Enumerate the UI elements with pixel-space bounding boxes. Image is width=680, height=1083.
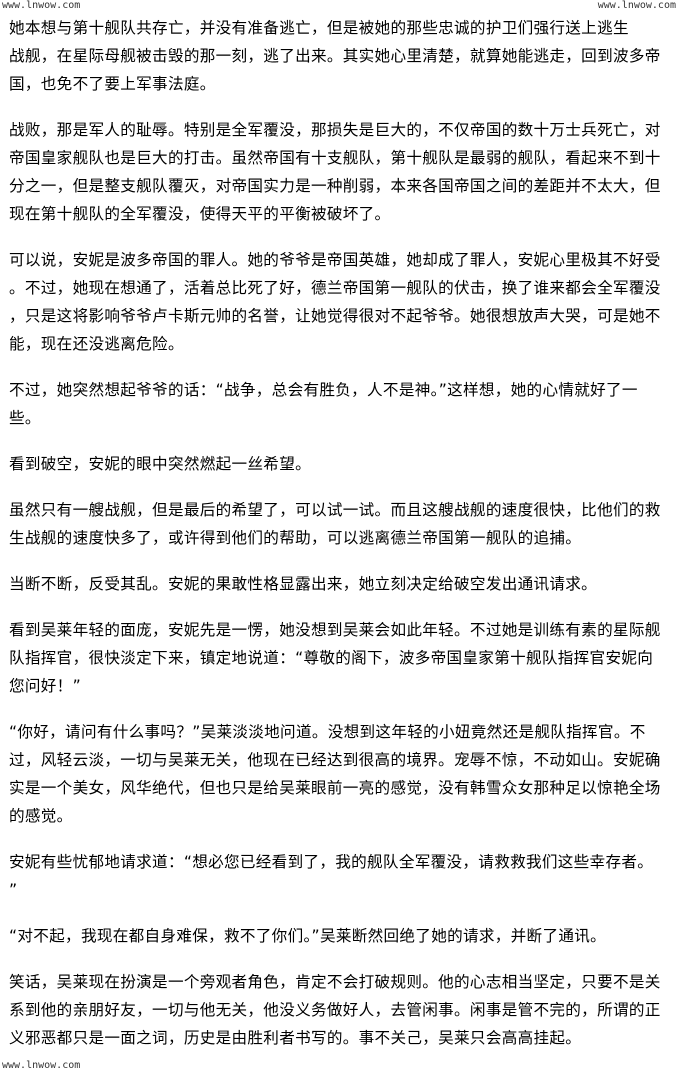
paragraph: “对不起，我现在都自身难保，救不了你们。”吴莱断然回绝了她的请求，并断了通讯。 <box>9 922 679 950</box>
text-line: 她本想与第十舰队共存亡，并没有准备逃亡，但是被她的那些忠诚的护卫们强行送上逃生 <box>9 19 629 37</box>
text-line: 您问好！” <box>9 677 81 695</box>
paragraph: 安妮有些忧郁地请求道：“想必您已经看到了，我的舰队全军覆没，请救救我们这些幸存者… <box>9 848 679 904</box>
text-line: 战败，那是军人的耻辱。特别是全军覆没，那损失是巨大的，不仅帝国的数十万士兵死亡，… <box>9 121 661 139</box>
text-line: 不过，她突然想起爷爷的话：“战争，总会有胜负，人不是神。”这样想，她的心情就好了… <box>9 381 638 399</box>
text-line: ” <box>9 881 18 899</box>
text-line: 帝国皇家舰队也是巨大的打击。虽然帝国有十支舰队，第十舰队是最弱的舰队，看起来不到… <box>9 149 661 167</box>
text-line: 看到破空，安妮的眼中突然燃起一丝希望。 <box>9 455 311 473</box>
text-line: 现在第十舰队的全军覆没，使得天平的平衡被破坏了。 <box>9 205 391 223</box>
text-line: 当断不断，反受其乱。安妮的果敢性格显露出来，她立刻决定给破空发出通讯请求。 <box>9 575 598 593</box>
paragraph: 她本想与第十舰队共存亡，并没有准备逃亡，但是被她的那些忠诚的护卫们强行送上逃生战… <box>9 14 679 98</box>
text-line: 能，现在还没逃离危险。 <box>9 335 184 353</box>
text-line: “你好，请问有什么事吗？”吴莱淡淡地问道。没想到这年轻的小妞竟然还是舰队指挥官。… <box>9 723 646 741</box>
text-line: 。不过，她现在想通了，活着总比死了好，德兰帝国第一舰队的伏击，换了谁来都会全军覆… <box>9 279 661 297</box>
text-line: 战舰，在星际母舰被击毁的那一刻，逃了出来。其实她心里清楚，就算她能逃走，回到波多… <box>9 47 661 65</box>
watermark: www.lnwow.com <box>2 0 81 11</box>
text-line: 些。 <box>9 409 41 427</box>
text-line: 过，风轻云淡，一切与吴莱无关，他现在已经达到很高的境界。宠辱不惊，不动如山。安妮… <box>9 751 661 769</box>
paragraph: 笑话，吴莱现在扮演是一个旁观者角色，肯定不会打破规则。他的心志相当坚定，只要不是… <box>9 968 679 1052</box>
text-line: “对不起，我现在都自身难保，救不了你们。”吴莱断然回绝了她的请求，并断了通讯。 <box>9 927 607 945</box>
paragraph: 战败，那是军人的耻辱。特别是全军覆没，那损失是巨大的，不仅帝国的数十万士兵死亡，… <box>9 116 679 228</box>
paragraph: “你好，请问有什么事吗？”吴莱淡淡地问道。没想到这年轻的小妞竟然还是舰队指挥官。… <box>9 718 679 830</box>
text-line: 系到他的亲朋好友，一切与他无关，他没义务做好人，去管闲事。闲事是管不完的，所谓的… <box>9 1001 661 1019</box>
paragraph: 看到吴莱年轻的面庞，安妮先是一愣，她没想到吴莱会如此年轻。不过她是训练有素的星际… <box>9 616 679 700</box>
text-line: 笑话，吴莱现在扮演是一个旁观者角色，肯定不会打破规则。他的心志相当坚定，只要不是… <box>9 973 661 991</box>
text-line: 虽然只有一艘战舰，但是最后的希望了，可以试一试。而且这艘战舰的速度很快，比他们的… <box>9 501 661 519</box>
text-line: 安妮有些忧郁地请求道：“想必您已经看到了，我的舰队全军覆没，请救救我们这些幸存者… <box>9 853 654 871</box>
watermark: www.lnwow.com <box>597 0 676 11</box>
text-line: 义邪恶都只是一面之词，历史是由胜利者书写的。事不关己，吴莱只会高高挂起。 <box>9 1029 582 1047</box>
text-line: ，只是这将影响爷爷卢卡斯元帅的名誉，让她觉得很对不起爷爷。她很想放声大哭，可是她… <box>9 307 661 325</box>
paragraph: 看到破空，安妮的眼中突然燃起一丝希望。 <box>9 450 679 478</box>
paragraph: 不过，她突然想起爷爷的话：“战争，总会有胜负，人不是神。”这样想，她的心情就好了… <box>9 376 679 432</box>
text-line: 的感觉。 <box>9 807 73 825</box>
paragraph: 可以说，安妮是波多帝国的罪人。她的爷爷是帝国英雄，她却成了罪人，安妮心里极其不好… <box>9 246 679 358</box>
text-line: 队指挥官，很快淡定下来，镇定地说道：“尊敬的阁下，波多帝国皇家第十舰队指挥官安妮… <box>9 649 654 667</box>
watermark: www.lnwow.com <box>2 1060 81 1071</box>
text-line: 生战舰的速度快多了，或许得到他们的帮助，可以逃离德兰帝国第一舰队的追捕。 <box>9 529 582 547</box>
text-line: 可以说，安妮是波多帝国的罪人。她的爷爷是帝国英雄，她却成了罪人，安妮心里极其不好… <box>9 251 661 269</box>
text-line: 实是一个美女，风华绝代，但也只是给吴莱眼前一亮的感觉，没有韩雪众女那种足以惊艳全… <box>9 779 661 797</box>
text-line: 分之一，但是整支舰队覆灭，对帝国实力是一种削弱，本来各国帝国之间的差距并不太大，… <box>9 177 661 195</box>
text-line: 国，也免不了要上军事法庭。 <box>9 75 216 93</box>
paragraph: 当断不断，反受其乱。安妮的果敢性格显露出来，她立刻决定给破空发出通讯请求。 <box>9 570 679 598</box>
text-line: 看到吴莱年轻的面庞，安妮先是一愣，她没想到吴莱会如此年轻。不过她是训练有素的星际… <box>9 621 661 639</box>
document-body: 她本想与第十舰队共存亡，并没有准备逃亡，但是被她的那些忠诚的护卫们强行送上逃生战… <box>9 14 679 1070</box>
paragraph: 虽然只有一艘战舰，但是最后的希望了，可以试一试。而且这艘战舰的速度很快，比他们的… <box>9 496 679 552</box>
